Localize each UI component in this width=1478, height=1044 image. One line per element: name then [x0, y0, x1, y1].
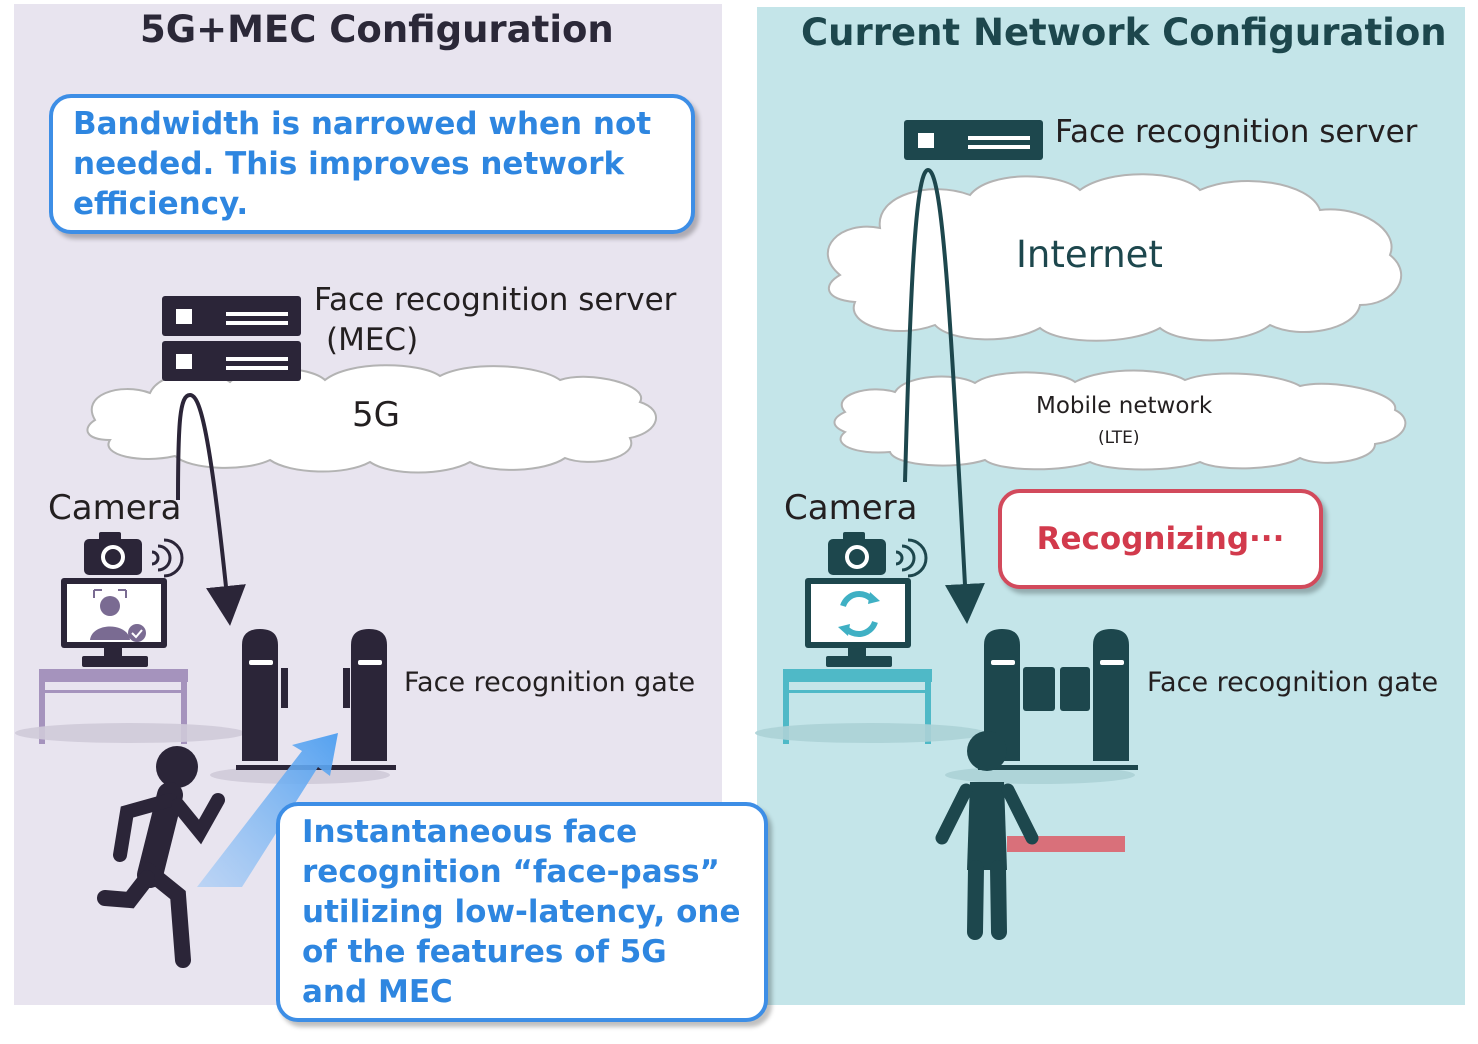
internet-label: Internet	[1016, 233, 1163, 276]
face-pass-callout-text: Instantaneous face recognition “face-pas…	[302, 814, 741, 1010]
face-check-icon	[90, 589, 146, 642]
camera-label-right: Camera	[784, 488, 918, 528]
blocked-bar-icon	[1007, 836, 1125, 852]
camera-icon	[84, 532, 142, 575]
mobile-network-sublabel: (LTE)	[1098, 428, 1140, 448]
gate-label-left: Face recognition gate	[404, 667, 696, 698]
wireless-signal-icon-right	[895, 538, 928, 578]
monitor-icon-right	[805, 578, 911, 667]
camera-label-left: Camera	[48, 488, 182, 528]
closed-gate-icon	[978, 629, 1138, 770]
camera-icon-right	[828, 532, 886, 575]
low-latency-arrow-icon	[176, 392, 246, 626]
gate-label-right: Face recognition gate	[1147, 667, 1439, 698]
face-recognition-server-icon	[904, 120, 1043, 160]
mobile-network-cloud-icon	[833, 369, 1407, 471]
internet-cloud-icon	[826, 173, 1403, 342]
bandwidth-callout: Bandwidth is narrowed when not needed. T…	[49, 94, 695, 234]
desk-icon	[39, 669, 188, 744]
right-panel-title: Current Network Configuration	[801, 11, 1447, 54]
mobile-network-label: Mobile network	[1036, 393, 1213, 419]
face-pass-callout: Instantaneous face recognition “face-pas…	[276, 802, 768, 1022]
mec-server-sublabel: (MEC)	[326, 322, 419, 358]
mec-server-icon	[162, 296, 301, 381]
right-server-label: Face recognition server	[1055, 114, 1418, 150]
5g-cloud-label: 5G	[352, 395, 400, 435]
desk-icon-right	[783, 669, 932, 744]
recognizing-callout-text: Recognizing···	[1036, 521, 1285, 557]
running-person-icon	[97, 746, 225, 968]
wireless-signal-icon	[151, 538, 184, 578]
recognizing-callout: Recognizing···	[998, 489, 1323, 589]
standing-person-icon	[935, 731, 1039, 940]
left-panel-title: 5G+MEC Configuration	[140, 8, 614, 51]
high-latency-arrow-icon	[903, 167, 985, 624]
mec-server-label: Face recognition server	[314, 282, 677, 318]
monitor-icon	[61, 578, 167, 667]
flow-arrow-icon	[197, 733, 338, 887]
bandwidth-callout-text: Bandwidth is narrowed when not needed. T…	[73, 106, 652, 222]
